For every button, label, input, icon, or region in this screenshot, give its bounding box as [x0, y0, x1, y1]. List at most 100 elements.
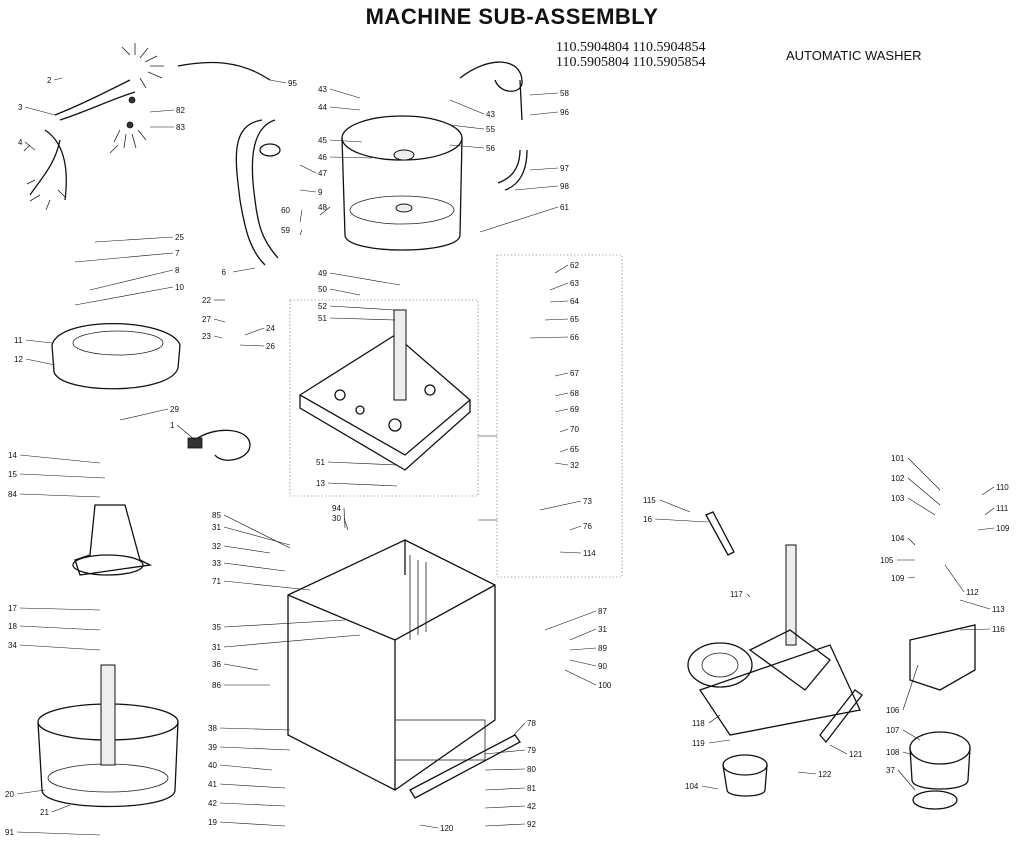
- callout-leader: [511, 722, 526, 738]
- callout-leader: [219, 746, 291, 751]
- callout-leader: [907, 457, 941, 491]
- callout-leader: [25, 339, 53, 344]
- callout-leader: [343, 507, 346, 529]
- part-callout-11: 11: [14, 336, 23, 345]
- callout-leader: [232, 267, 256, 273]
- part-callout-70: 70: [570, 425, 579, 434]
- callout-leader: [708, 714, 721, 724]
- callout-leader: [449, 124, 485, 130]
- callout-leader: [223, 562, 286, 572]
- part-callout-49: 49: [318, 269, 327, 278]
- part-callout-51: 51: [316, 458, 325, 467]
- outer-tub: [341, 115, 463, 251]
- callout-leader: [74, 286, 174, 306]
- model-numbers-line-2: 110.5905804 110.5905854: [556, 55, 706, 70]
- callout-leader: [24, 141, 36, 151]
- part-callout-120: 120: [440, 824, 454, 833]
- callout-leader: [299, 209, 303, 223]
- callout-leader: [897, 769, 916, 791]
- callout-leader: [484, 805, 526, 809]
- part-callout-2: 2: [47, 76, 52, 85]
- part-callout-32: 32: [570, 461, 579, 470]
- part-callout-21: 21: [40, 808, 49, 817]
- part-callout-108: 108: [886, 748, 900, 757]
- callout-leader: [549, 282, 569, 291]
- part-callout-107: 107: [886, 726, 900, 735]
- part-callout-90: 90: [598, 662, 607, 671]
- part-callout-60: 60: [281, 206, 290, 215]
- part-callout-30: 30: [332, 514, 341, 523]
- part-callout-105: 105: [880, 556, 894, 565]
- callout-leader: [25, 358, 56, 366]
- part-callout-85: 85: [212, 511, 221, 520]
- callout-leader: [907, 537, 916, 546]
- callout-leader: [554, 462, 569, 466]
- part-callout-43: 43: [486, 110, 495, 119]
- part-callout-58: 58: [560, 89, 569, 98]
- basket: [37, 664, 179, 808]
- part-callout-55: 55: [486, 125, 495, 134]
- part-callout-119: 119: [692, 739, 705, 748]
- part-callout-42: 42: [208, 799, 217, 808]
- callout-leader: [219, 783, 286, 789]
- callout-leader: [329, 317, 396, 321]
- part-callout-3: 3: [18, 103, 23, 112]
- base-plate-group: [289, 299, 479, 497]
- callout-leader: [299, 189, 317, 193]
- part-callout-104: 104: [685, 782, 699, 791]
- part-callout-50: 50: [318, 285, 327, 294]
- drain-hose: [235, 119, 279, 266]
- part-callout-115: 115: [643, 496, 656, 505]
- callout-leader: [223, 526, 291, 546]
- power-cord: [187, 429, 251, 461]
- part-callout-118: 118: [692, 719, 705, 728]
- part-callout-109: 109: [891, 574, 905, 583]
- part-callout-113: 113: [992, 605, 1005, 614]
- part-callout-82: 82: [176, 106, 185, 115]
- callout-leader: [569, 659, 597, 667]
- part-callout-109: 109: [996, 524, 1010, 533]
- callout-leader: [329, 106, 361, 111]
- part-callout-1: 1: [170, 421, 175, 430]
- callout-leader: [701, 785, 719, 790]
- part-callout-84: 84: [8, 490, 17, 499]
- callout-leader: [514, 185, 559, 191]
- callout-leader: [797, 771, 817, 775]
- callout-leader: [223, 580, 311, 591]
- callout-leader: [654, 518, 709, 523]
- callout-leader: [907, 576, 916, 579]
- part-callout-112: 112: [966, 588, 979, 597]
- part-callout-63: 63: [570, 279, 579, 288]
- callout-leader: [219, 802, 286, 807]
- callout-leader: [219, 727, 291, 731]
- part-callout-68: 68: [570, 389, 579, 398]
- part-callout-24: 24: [266, 324, 275, 333]
- part-callout-31: 31: [212, 523, 221, 532]
- part-callout-111: 111: [996, 504, 1009, 513]
- part-number-callouts: 2349582834344454647948605964355565896979…: [5, 76, 1010, 837]
- callout-leader: [902, 664, 919, 711]
- callout-leader: [549, 300, 569, 303]
- part-callout-6: 6: [222, 268, 227, 277]
- part-callout-121: 121: [849, 750, 863, 759]
- part-callout-80: 80: [527, 765, 536, 774]
- part-callout-15: 15: [8, 470, 17, 479]
- part-callout-69: 69: [570, 405, 579, 414]
- inlet-hose: [497, 149, 528, 191]
- part-callout-96: 96: [560, 108, 569, 117]
- part-callout-33: 33: [212, 559, 221, 568]
- part-callout-9: 9: [318, 188, 323, 197]
- callout-leader: [329, 305, 396, 311]
- part-callout-79: 79: [527, 746, 536, 755]
- callout-leader: [559, 428, 569, 433]
- callout-leader: [529, 167, 559, 171]
- part-callout-20: 20: [5, 790, 14, 799]
- callout-leader: [484, 823, 526, 827]
- callout-leader: [829, 744, 848, 755]
- part-callout-14: 14: [8, 451, 17, 460]
- callout-leader: [902, 729, 921, 741]
- callout-leader: [329, 88, 361, 99]
- part-callout-86: 86: [212, 681, 221, 690]
- callout-leader: [213, 335, 223, 339]
- callout-leader: [529, 111, 559, 116]
